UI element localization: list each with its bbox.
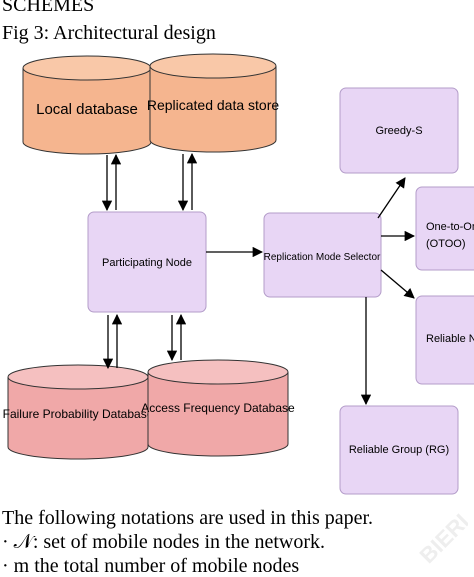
replicated-data-store-cylinder: Replicated data store — [147, 53, 280, 153]
arrow-selector-to-reliable-neighbor — [380, 269, 415, 299]
svg-text:BIERI: BIERI — [415, 509, 468, 568]
body-line-mobile-nodes: · 𝒩: set of mobile nodes in the network. — [2, 531, 325, 553]
watermark: BIERI — [415, 509, 468, 568]
participating-node-label: Participating Node — [102, 257, 192, 269]
failure-probability-db-cylinder: Failure Probability Database — [3, 364, 154, 460]
section-heading: SCHEMES — [2, 0, 95, 16]
greedy-s-label: Greedy-S — [375, 125, 422, 137]
arrow-selector-to-greedy — [377, 177, 406, 219]
reliable-group-box: Reliable Group (RG) — [339, 405, 459, 495]
local-database-label: Local database — [36, 101, 138, 118]
local-database-cylinder: Local database — [22, 55, 152, 155]
figure-caption: Fig 3: Architectural design — [2, 22, 216, 44]
body-line-total-nodes: · m the total number of mobile nodes — [2, 555, 300, 577]
replication-mode-selector-box: Replication Mode Selector — [263, 212, 382, 298]
replicated-data-store-label: Replicated data store — [147, 97, 280, 113]
reliable-neighbor-label: Reliable Nei — [426, 333, 474, 345]
failure-probability-db-label: Failure Probability Database — [3, 407, 154, 421]
one-to-one-box: One-to-One (OTOO) — [415, 186, 474, 271]
body-line-notations: The following notations are used in this… — [2, 507, 374, 529]
replication-mode-selector-label: Replication Mode Selector — [264, 252, 381, 263]
reliable-neighbor-box: Reliable Nei — [415, 295, 474, 385]
greedy-s-box: Greedy-S — [339, 87, 459, 174]
reliable-group-label: Reliable Group (RG) — [349, 444, 449, 456]
one-to-one-label-line2: (OTOO) — [426, 238, 466, 250]
access-frequency-db-label: Access Frequency Database — [141, 401, 295, 415]
one-to-one-label-line1: One-to-One — [426, 221, 474, 233]
participating-node-box: Participating Node — [87, 211, 207, 313]
access-frequency-db-cylinder: Access Frequency Database — [141, 359, 295, 457]
